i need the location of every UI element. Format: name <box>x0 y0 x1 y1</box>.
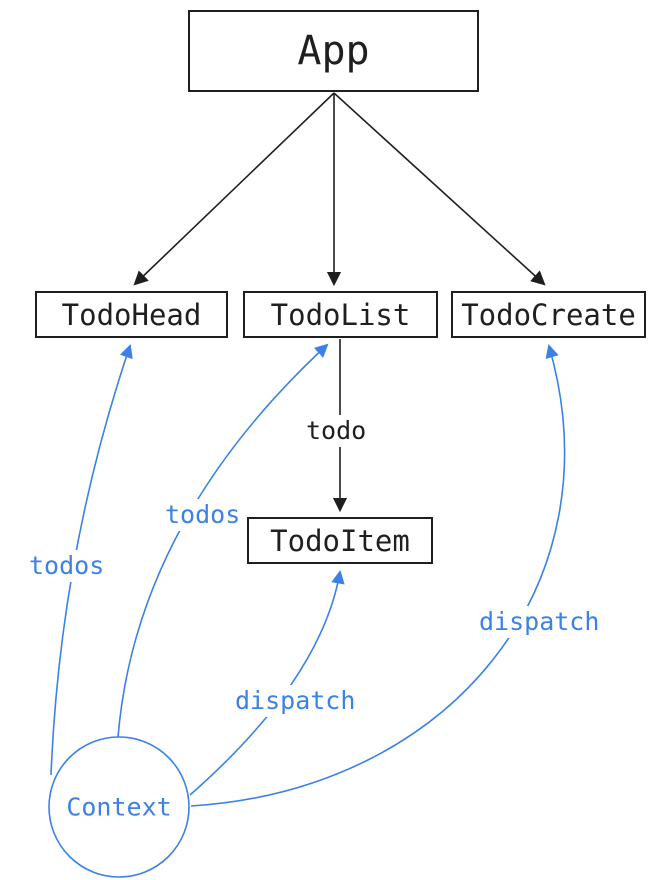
edge-app-to-todohead <box>133 92 335 286</box>
context-circle <box>48 736 190 878</box>
node-app: App <box>188 10 479 92</box>
edge-label-todo: todo <box>302 415 371 447</box>
node-todolist: TodoList <box>243 291 438 338</box>
edge-app-to-todocreate <box>333 92 546 286</box>
edge-label-todos-list: todos <box>161 499 245 531</box>
edge-label-dispatch-item: dispatch <box>231 685 360 717</box>
edge-context-to-todocreate <box>190 344 566 807</box>
node-todohead: TodoHead <box>35 291 228 338</box>
edge-context-to-todolist <box>117 343 329 738</box>
edge-label-todos-head: todos <box>25 550 109 582</box>
edge-label-dispatch-create: dispatch <box>475 606 604 638</box>
context-label: Context <box>66 792 172 822</box>
node-todoitem: TodoItem <box>247 517 433 564</box>
node-todocreate: TodoCreate <box>451 291 646 338</box>
edge-context-to-todoitem <box>189 569 345 796</box>
